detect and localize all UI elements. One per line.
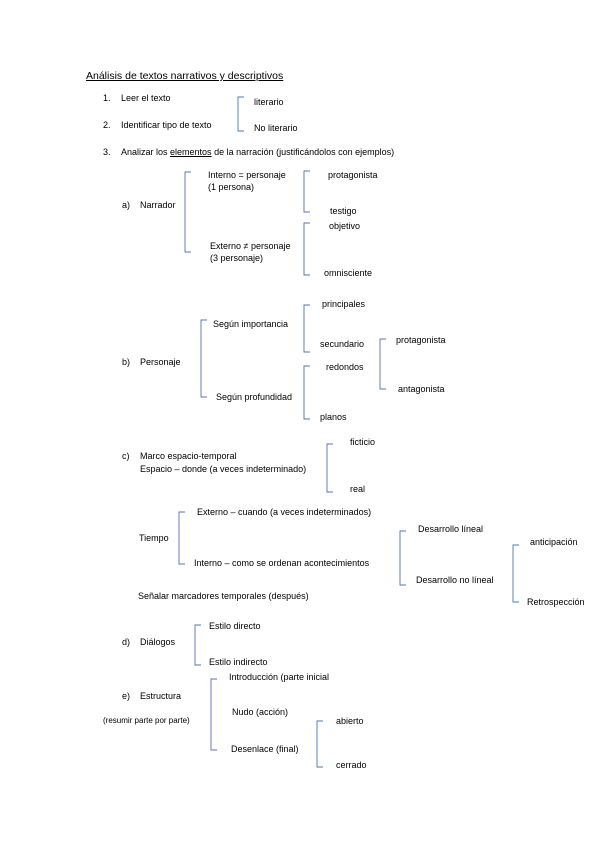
marco-real: real xyxy=(350,484,366,494)
bracket-espacio xyxy=(326,443,333,493)
narrador-testigo: testigo xyxy=(330,206,357,216)
personaje-importancia: Según importancia xyxy=(213,319,289,329)
step-1-number: 1. xyxy=(103,93,111,103)
step-3-number: 3. xyxy=(103,147,111,157)
personaje-profundidad: Según profundidad xyxy=(216,392,293,402)
tiempo-lineal: Desarrollo líneal xyxy=(418,524,484,534)
dialogos-indirecto: Estilo indirecto xyxy=(209,657,268,667)
narrador-label: Narrador xyxy=(140,200,176,210)
bracket-interno-tiempo xyxy=(399,530,406,586)
tipo-literario: literario xyxy=(254,97,284,107)
marcadores-temporales: Señalar marcadores temporales (después) xyxy=(138,591,309,601)
step-2-number: 2. xyxy=(103,120,111,130)
tiempo-retrospeccion: Retrospección xyxy=(527,597,585,607)
step-3-pre: Analizar los xyxy=(121,147,171,157)
bracket-secundario xyxy=(379,338,386,390)
step-1-label: Leer el texto xyxy=(121,93,171,103)
estructura-abierto: abierto xyxy=(336,716,364,726)
bracket-estructura xyxy=(210,678,217,751)
marco-ficticio: ficticio xyxy=(350,437,376,447)
estructura-desenlace: Desenlace (final) xyxy=(231,744,299,754)
bracket-tipo xyxy=(237,96,244,132)
narrador-interno-2: (1 persona) xyxy=(208,182,255,192)
narrador-objetivo: objetivo xyxy=(329,221,361,231)
dialogos-letter: d) xyxy=(122,637,131,647)
personaje-protagonista: protagonista xyxy=(396,335,446,345)
personaje-planos: planos xyxy=(320,412,347,422)
step-3-post: de la narración (justificándolos con eje… xyxy=(211,147,395,157)
marco-label: Marco espacio-temporal xyxy=(140,451,237,461)
marco-letter: c) xyxy=(122,451,130,461)
tiempo-no-lineal: Desarrollo no líneal xyxy=(416,575,494,585)
step-3-emphasis: elementos xyxy=(170,147,212,157)
bracket-desenlace xyxy=(316,720,323,768)
tipo-no-literario: No literario xyxy=(254,123,298,133)
bracket-narrador xyxy=(184,171,191,253)
personaje-redondos: redondos xyxy=(326,362,364,372)
narrador-protagonista: protagonista xyxy=(328,170,378,180)
bracket-importancia xyxy=(303,304,310,353)
estructura-intro: Introducción (parte inicial xyxy=(229,672,330,682)
estructura-cerrado: cerrado xyxy=(336,760,367,770)
bracket-tiempo xyxy=(178,511,185,565)
dialogos-directo: Estilo directo xyxy=(209,621,261,631)
tiempo-anticipacion: anticipación xyxy=(530,537,578,547)
dialogos-label: Diálogos xyxy=(140,637,176,647)
narrador-externo-2: (3 personaje) xyxy=(210,253,264,263)
estructura-letter: e) xyxy=(122,691,131,701)
personaje-secundario: secundario xyxy=(320,339,365,349)
estructura-nudo: Nudo (acción) xyxy=(232,707,289,717)
doc-title: Análisis de textos narrativos y descript… xyxy=(86,70,284,82)
narrador-interno-1: Interno = personaje xyxy=(208,170,286,180)
bracket-personaje xyxy=(200,319,207,398)
personaje-letter: b) xyxy=(122,357,131,367)
bracket-externo xyxy=(303,222,310,276)
personaje-label: Personaje xyxy=(140,357,181,367)
bracket-dialogos xyxy=(194,624,201,666)
bracket-interno xyxy=(303,170,310,213)
personaje-antagonista: antagonista xyxy=(398,384,445,394)
narrador-omnisciente: omnisciente xyxy=(324,268,373,278)
tiempo-interno: Interno – como se ordenan acontecimiento… xyxy=(194,558,370,568)
step-3-label: Analizar los elementos de la narración (… xyxy=(121,147,394,158)
estructura-note: (resumir parte por parte) xyxy=(103,716,190,725)
narrador-externo-1: Externo ≠ personaje xyxy=(210,241,291,251)
narrador-letter: a) xyxy=(122,200,131,210)
tiempo-label: Tiempo xyxy=(139,533,169,543)
estructura-label: Estructura xyxy=(140,691,182,701)
personaje-principales: principales xyxy=(322,299,366,309)
marco-espacio: Espacio – donde (a veces indeterminado) xyxy=(140,464,307,474)
bracket-profundidad xyxy=(303,365,310,420)
bracket-no-lineal xyxy=(512,544,519,603)
step-2-label: Identificar tipo de texto xyxy=(121,120,212,130)
tiempo-externo: Externo – cuando (a veces indeterminados… xyxy=(197,507,372,517)
